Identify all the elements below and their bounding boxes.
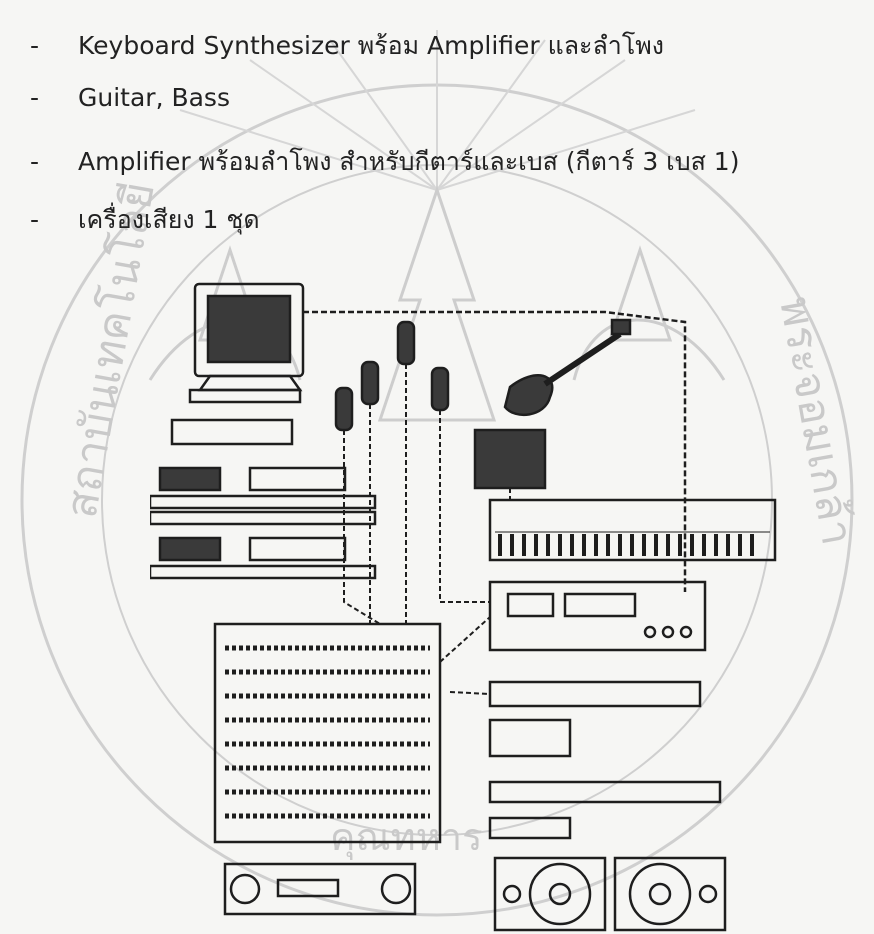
synthesizer-keyboard-icon [490,500,775,560]
list-item-text: Amplifier พร้อมลำโพง สำหรับกีตาร์และเบส … [78,147,739,176]
electric-guitar-icon [505,320,630,415]
guitar-amp-icon [475,430,545,488]
list-marker: - [30,82,78,114]
list-item-text: เครื่องเสียง 1 ชุด [78,205,260,234]
microphone-icons [336,322,448,430]
rack-unit-stack [150,420,375,578]
list-item-text: Guitar, Bass [78,83,230,112]
music-equipment-diagram [150,272,790,932]
list-item: -Keyboard Synthesizer พร้อม Amplifier แล… [30,30,664,62]
list-item: -เครื่องเสียง 1 ชุด [30,204,260,236]
list-item: -Guitar, Bass [30,82,230,114]
effects-rack-icon [490,582,705,650]
connection-cables [344,364,510,694]
computer-monitor-icon [190,284,303,402]
list-item: -Amplifier พร้อมลำโพง สำหรับกีตาร์และเบส… [30,146,739,178]
mixing-console-icon [215,624,440,842]
signal-processor-units [490,682,720,838]
power-amplifier-icon [225,864,415,914]
list-marker: - [30,30,78,62]
list-marker: - [30,146,78,178]
speaker-icons [495,858,725,930]
list-marker: - [30,204,78,236]
list-item-text: Keyboard Synthesizer พร้อม Amplifier และ… [78,31,664,60]
